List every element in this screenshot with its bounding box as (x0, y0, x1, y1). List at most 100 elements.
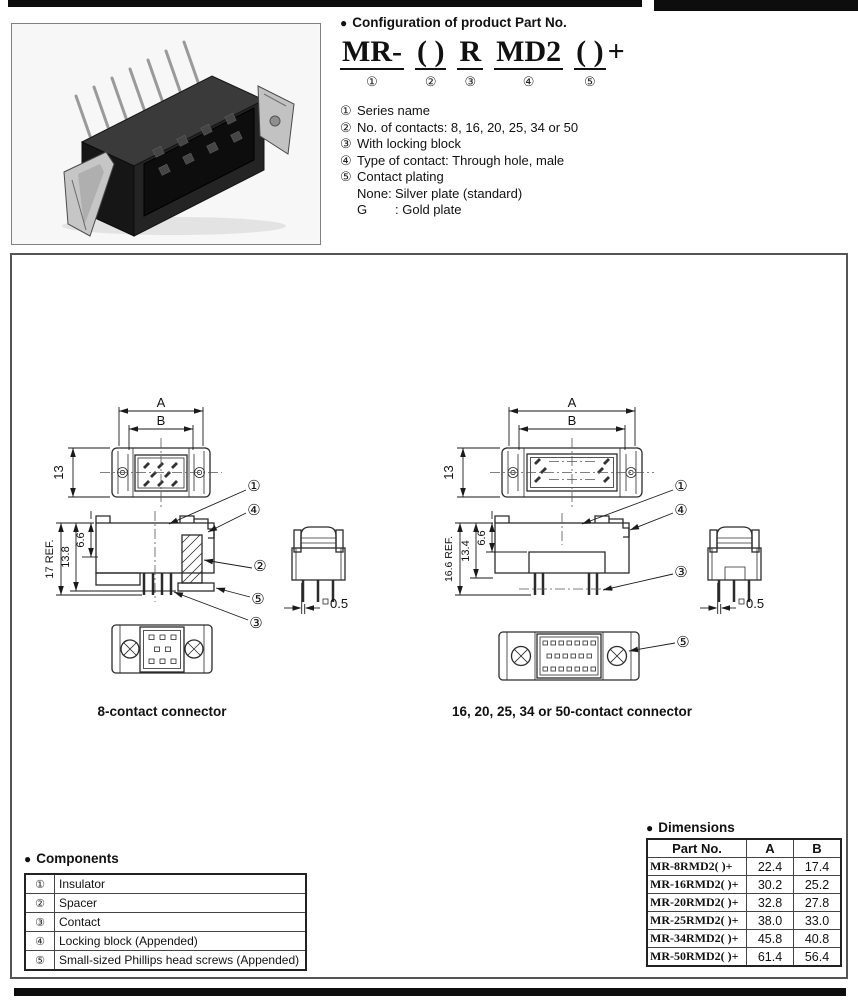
callout-5: ⑤ (676, 634, 689, 651)
callout-4: ④ (674, 502, 687, 519)
callout-3: ③ (249, 615, 262, 632)
front-view (494, 513, 630, 595)
dim-a-cell: 32.8 (746, 893, 794, 912)
part-segment: ( )② (414, 35, 447, 89)
callout-4: ④ (247, 502, 260, 519)
front-view-dimensions: 16.6 REF. 13.4 6.6 (443, 511, 531, 596)
dim-b-cell: 40.8 (793, 929, 842, 948)
config-heading: ●Configuration of product Part No. (340, 15, 567, 30)
drawing-panel: A B 13 (10, 253, 848, 979)
top-view-dimensions: A B 13 (51, 395, 204, 498)
plating-option: None:Silver plate (standard) (357, 185, 523, 201)
component-label: Spacer (54, 893, 307, 913)
callout-5: ⑤ (251, 591, 264, 608)
front-view-dimensions: 17 REF. 13.8 6.6 (44, 511, 176, 596)
bottom-view (498, 631, 640, 681)
top-rule (8, 0, 642, 7)
bullet-icon: ● (340, 16, 348, 30)
bullet-icon: ● (646, 821, 654, 835)
dim-a-cell: 45.8 (746, 929, 794, 948)
side-view: 0.5 (700, 526, 764, 614)
front-view (95, 511, 215, 602)
dim-b-cell: 56.4 (793, 947, 842, 967)
callout-3: ③ (674, 564, 687, 581)
component-label: Small-sized Phillips head screws (Append… (54, 950, 307, 971)
photo-top-pins (74, 40, 200, 138)
component-number: ⑤ (24, 950, 55, 971)
col-part-no: Part No. (646, 838, 747, 858)
top-view-dimensions: A B 13 (441, 395, 636, 498)
top-view (100, 438, 222, 507)
bullet-icon: ● (24, 852, 32, 866)
callout-1: ① (674, 478, 687, 495)
component-number: ② (24, 893, 55, 913)
dim-b-cell: 27.8 (793, 893, 842, 912)
dimensions-heading: ●Dimensions (646, 820, 735, 835)
bottom-rule (14, 988, 846, 996)
product-photo (11, 23, 321, 245)
dim-label-b: B (157, 413, 166, 428)
dim-label-13: 13 (441, 465, 456, 479)
part-segment: MR-① (340, 35, 404, 89)
dim-label-66: 6.6 (476, 530, 488, 545)
component-number: ③ (24, 912, 55, 932)
dim-label-138: 13.8 (60, 546, 72, 567)
col-a: A (746, 838, 794, 858)
dim-b-cell: 17.4 (793, 857, 842, 876)
dim-label-66: 6.6 (75, 532, 87, 547)
dim-a-cell: 38.0 (746, 911, 794, 930)
dim-a-cell: 61.4 (746, 947, 794, 967)
dim-label-166ref: 16.6 REF. (443, 536, 455, 582)
side-view: 0.5 (284, 526, 348, 614)
left-drawing-8-contact: A B 13 (44, 395, 348, 674)
component-label: Locking block (Appended) (54, 931, 307, 951)
dim-label-a: A (157, 395, 166, 410)
callouts: ① ④ ③ ⑤ (581, 478, 690, 653)
dim-label-05: 0.5 (330, 596, 348, 611)
dim-a-cell: 22.4 (746, 857, 794, 876)
part-number-configuration: ●Configuration of product Part No. MR-① … (340, 15, 800, 219)
right-drawing-caption: 16, 20, 25, 34 or 50-contact connector (451, 704, 693, 719)
dim-label-05: 0.5 (746, 596, 764, 611)
dim-a-cell: 30.2 (746, 875, 794, 894)
dim-label-13: 13 (51, 465, 66, 479)
photo-latch-right (257, 85, 295, 155)
col-b: B (793, 838, 842, 858)
dim-b-cell: 33.0 (793, 911, 842, 930)
callout-2: ② (253, 558, 266, 575)
photo-contacts (152, 112, 243, 176)
photo-latch-left (63, 151, 115, 237)
part-no-cell: MR-50RMD2( )+ (646, 947, 747, 967)
left-drawing-caption: 8-contact connector (97, 704, 227, 719)
part-no-cell: MR-25RMD2( )+ (646, 911, 747, 930)
component-number: ① (24, 873, 55, 894)
part-no-cell: MR-20RMD2( )+ (646, 893, 747, 912)
part-segment: ( )⑤+ (574, 35, 625, 89)
part-no-cell: MR-16RMD2( )+ (646, 875, 747, 894)
dim-b-cell: 25.2 (793, 875, 842, 894)
component-number: ④ (24, 931, 55, 951)
right-drawing-multi-contact: A B 13 (441, 395, 764, 681)
top-view (490, 438, 654, 507)
